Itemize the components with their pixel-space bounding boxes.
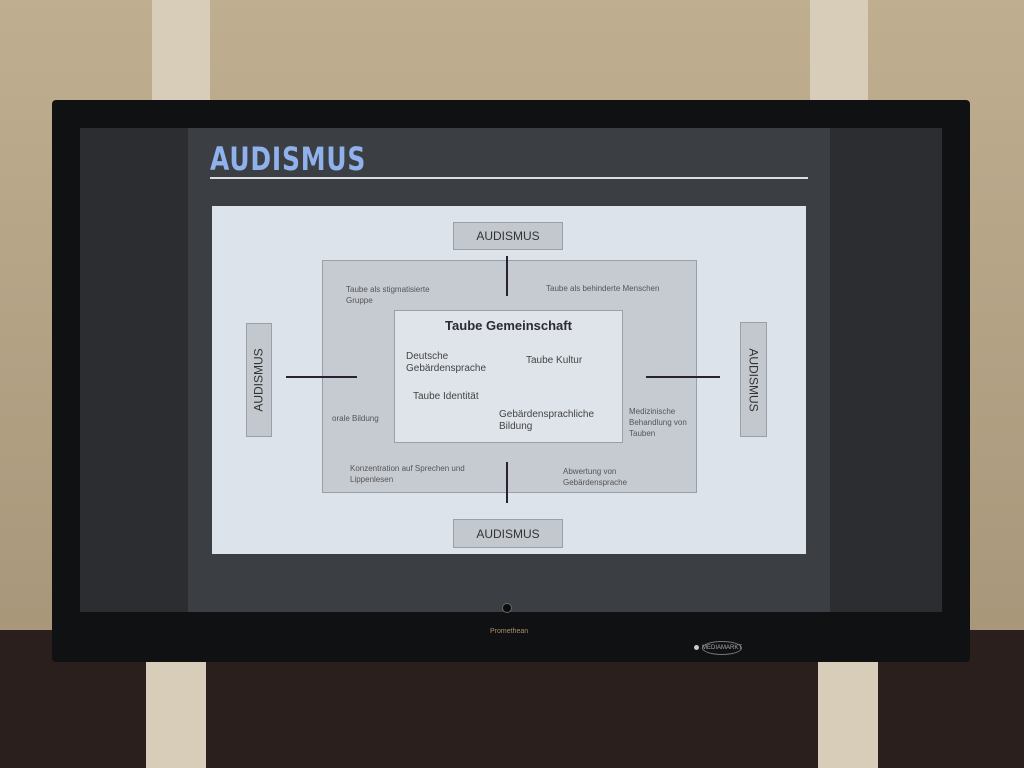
box-label: AUDISMUS (476, 229, 540, 243)
outer-label: Medizinische Behandlung von Tauben (629, 407, 687, 438)
audismus-box-top: AUDISMUS (453, 222, 563, 250)
title-divider (210, 177, 808, 179)
center-item: Deutsche Gebärdensprache (406, 351, 487, 374)
outer-label: Taube als behinderte Menschen (546, 284, 660, 293)
camera-icon (502, 603, 512, 613)
audismus-box-right: AUDISMUS (740, 322, 767, 437)
slide-title: AUDISMUS (210, 140, 367, 178)
arrow-right (286, 376, 357, 378)
center-item: Taube Identität (413, 391, 479, 402)
center-title: Taube Gemeinschaft (445, 318, 572, 333)
arrow-up (506, 462, 508, 503)
stand-post (810, 0, 868, 100)
audismus-box-bottom: AUDISMUS (453, 519, 563, 548)
center-item: Taube Kultur (526, 355, 583, 366)
stand-post (152, 0, 210, 100)
sticker-logo: MEDIAMARKT (702, 641, 742, 655)
outer-label: Abwertung von Gebärdensprache (563, 467, 628, 487)
stand-post (146, 660, 206, 768)
audismus-box-left: AUDISMUS (246, 323, 272, 437)
box-label: AUDISMUS (746, 347, 761, 412)
center-box (394, 310, 623, 443)
power-icon[interactable] (694, 645, 699, 650)
monitor-brand: Promethean (490, 628, 529, 635)
box-label: AUDISMUS (476, 526, 540, 541)
outer-label: Taube als stigmatisierte Gruppe (346, 285, 430, 305)
box-label: AUDISMUS (252, 348, 266, 412)
arrow-left (646, 376, 720, 378)
center-item: Gebärdensprachliche Bildung (499, 409, 595, 432)
outer-label: orale Bildung (332, 414, 379, 423)
stand-post (818, 660, 878, 768)
outer-label: Konzentration auf Sprechen und Lippenles… (350, 464, 465, 484)
arrow-down (506, 256, 508, 296)
